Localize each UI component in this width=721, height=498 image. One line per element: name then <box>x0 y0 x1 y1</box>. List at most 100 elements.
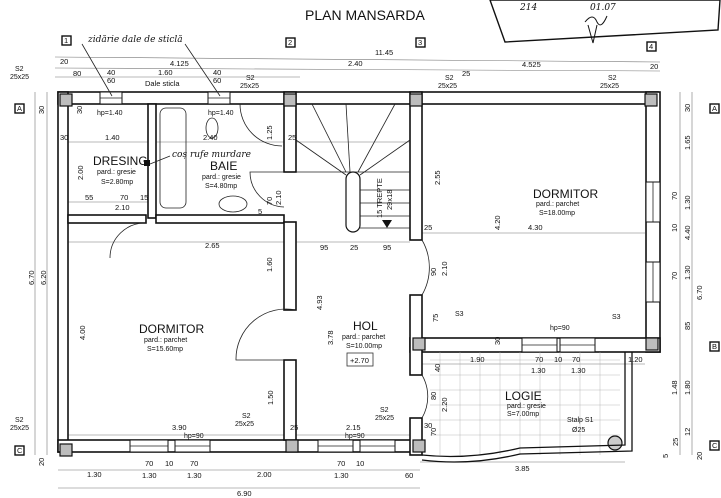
label-text: S2 <box>246 75 255 82</box>
label-text: 3 <box>418 38 422 47</box>
label-text: 60 <box>405 471 413 480</box>
label-text: 214 <box>519 3 537 13</box>
room-dresing: DRESING pard.: gresie S=2.80mp <box>93 154 148 186</box>
label-text: 5 <box>258 207 262 216</box>
label-text: 85 <box>683 322 692 330</box>
label-text: LOGIE <box>505 389 542 403</box>
dimensions-left: 30 6.70 6.20 20 <box>27 106 48 466</box>
label-text: 2.10 <box>274 190 283 205</box>
label-text: 10 <box>670 224 679 232</box>
label-text: 2.15 <box>346 423 361 432</box>
label-text: 1.48 <box>670 380 679 395</box>
label-text: S=4.80mp <box>205 183 237 190</box>
label-text: 25 <box>290 423 298 432</box>
label-text: 1.30 <box>683 195 692 210</box>
label-text: 1.80 <box>683 380 692 395</box>
label-text: 40 <box>107 68 115 77</box>
label-text: 1.90 <box>470 355 485 364</box>
label-text: S2 <box>445 75 454 82</box>
label-text: 20 <box>650 62 658 71</box>
label-text: 01.07 <box>590 3 616 13</box>
label-text: 4.125 <box>170 59 189 68</box>
label-text: S=18.00mp <box>539 210 575 217</box>
label-text: hp=1.40 <box>97 110 123 117</box>
label-text: 1.30 <box>87 470 102 479</box>
label-text: 1.50 <box>266 390 275 405</box>
loggia-railing <box>421 352 626 458</box>
round-column <box>607 435 623 451</box>
label-text: +2.70 <box>350 356 369 365</box>
label-text: S2 <box>242 413 251 420</box>
label-text: S2 <box>15 417 24 424</box>
label-text: B <box>712 342 717 351</box>
label-text: A <box>712 104 717 113</box>
label-text: S=2.80mp <box>101 179 133 186</box>
label-text: 25 <box>288 133 296 142</box>
label-text: 3.85 <box>515 464 530 473</box>
label-text: S3 <box>612 314 621 321</box>
label-text: 40 <box>433 364 442 372</box>
label-text: pard.: parchet <box>536 201 579 208</box>
label-text: hp=1.40 <box>208 110 234 117</box>
label-text: 70 <box>120 193 128 202</box>
label-text: 1.40 <box>105 133 120 142</box>
label-text: BAIE <box>210 159 237 173</box>
label-text: 2.00 <box>257 470 272 479</box>
label-text: 6.90 <box>237 489 252 498</box>
room-dormitor-right: DORMITOR pard.: parchet S=18.00mp <box>533 187 598 217</box>
label-text: S2 <box>608 75 617 82</box>
shower <box>239 103 283 147</box>
label-text: 4 <box>649 42 653 51</box>
walls <box>57 91 661 456</box>
columns <box>59 93 659 457</box>
label-text: DORMITOR <box>139 322 204 336</box>
label-text: 15 <box>140 193 148 202</box>
label-text: 95 <box>383 243 391 252</box>
label-text: 70 <box>535 355 543 364</box>
label-text: S2 <box>15 66 24 73</box>
label-text: 30 <box>683 104 692 112</box>
label-text: 1.25 <box>265 125 274 140</box>
label-text: 2.40 <box>348 59 363 68</box>
label-text: 29x18 <box>385 190 394 210</box>
label-text: 4.00 <box>78 325 87 340</box>
dimension-lines <box>34 56 693 489</box>
label-text: 4.30 <box>528 223 543 232</box>
label-text: 70 <box>190 459 198 468</box>
dimensions-bottom: 1.30 70 1.30 10 70 1.30 2.00 70 1.30 10 … <box>87 459 413 498</box>
label-text: 3.90 <box>172 423 187 432</box>
label-text: 80 <box>429 392 438 400</box>
label-text: 95 <box>320 243 328 252</box>
label-text: 25x25 <box>375 415 394 422</box>
label-text: 60 <box>213 76 221 85</box>
label-text: Dale sticla <box>145 79 180 88</box>
label-text: 4.20 <box>493 215 502 230</box>
label-text: 6.70 <box>695 285 704 300</box>
label-text: 70 <box>670 192 679 200</box>
label-text: 4.93 <box>315 295 324 310</box>
loggia <box>421 352 633 463</box>
room-dormitor-left: DORMITOR pard.: parchet S=15.60mp <box>139 322 204 353</box>
label-text: 40 <box>213 68 221 77</box>
label-text: Stalp S1 <box>567 417 594 424</box>
label-text: C <box>17 446 23 455</box>
label-text: 11.45 <box>375 48 393 57</box>
label-text: 70 <box>670 272 679 280</box>
label-text: 75 <box>431 314 440 322</box>
stairs-direction-arrow <box>382 220 392 228</box>
label-text: pard.: gresie <box>97 169 136 176</box>
label-text: 1.30 <box>142 471 157 480</box>
label-text: 25 <box>350 243 358 252</box>
label-text: 25x25 <box>10 425 29 432</box>
label-text: A <box>17 104 22 113</box>
label-text: Ø25 <box>572 427 585 434</box>
label-text: 10 <box>356 459 364 468</box>
label-text: pard.: parchet <box>144 337 187 344</box>
label-text: 25 <box>424 223 432 232</box>
label-text: 1.30 <box>571 366 586 375</box>
label-text: 2 <box>288 38 292 47</box>
label-text: coș rufe murdare <box>172 150 251 160</box>
label-text: 10 <box>165 459 173 468</box>
label-text: 4.40 <box>683 225 692 240</box>
